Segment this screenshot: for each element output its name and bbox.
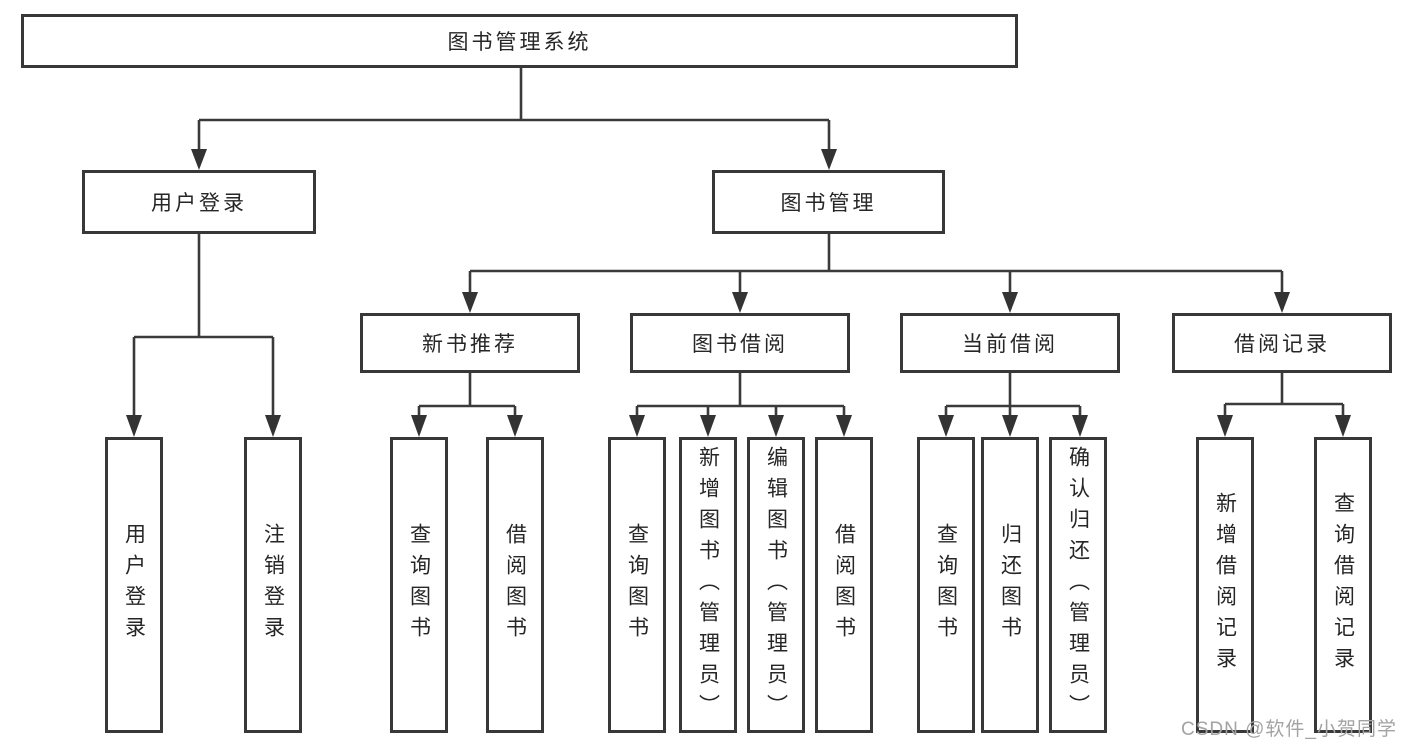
node-label: 用户登录 (122, 523, 146, 647)
node-label: 新增图书（管理员） (696, 445, 720, 725)
leaf-query-books-recommend: 查询图书 (390, 437, 448, 733)
node-book-borrowing: 图书借阅 (630, 313, 850, 373)
leaf-user-login: 用户登录 (105, 437, 163, 733)
node-label: 确认归还（管理员） (1066, 445, 1090, 725)
edge-newbooks-to-leaves (411, 373, 523, 437)
node-label: 借阅图书 (832, 523, 856, 647)
leaf-borrow-books-recommend: 借阅图书 (486, 437, 544, 733)
node-label: 新增借阅记录 (1213, 492, 1237, 678)
node-label: 图书管理 (780, 192, 877, 215)
leaf-add-borrow-record: 新增借阅记录 (1196, 437, 1254, 733)
leaf-borrow-books: 借阅图书 (815, 437, 873, 733)
node-label: 图书借阅 (692, 333, 788, 356)
node-label: 查询图书 (934, 523, 958, 647)
edge-userlogin-to-leaves (126, 234, 281, 437)
node-user-login-group: 用户登录 (82, 170, 316, 234)
node-label: 用户登录 (151, 192, 247, 215)
node-label: 编辑图书（管理员） (764, 445, 788, 725)
leaf-query-books-borrowing: 查询图书 (608, 437, 666, 733)
csdn-watermark: CSDN @软件_小贺同学 (1181, 719, 1397, 740)
leaf-return-books: 归还图书 (981, 437, 1039, 733)
node-label: 借阅记录 (1234, 333, 1330, 356)
node-book-management: 图书管理 (712, 170, 945, 234)
edge-root-to-level2 (191, 68, 837, 170)
node-system-root: 图书管理系统 (21, 14, 1018, 68)
leaf-logout: 注销登录 (244, 437, 302, 733)
node-label: 归还图书 (998, 523, 1022, 647)
leaf-query-borrow-record: 查询借阅记录 (1314, 437, 1372, 733)
node-new-book-recommend: 新书推荐 (360, 313, 580, 373)
node-label: 借阅图书 (503, 523, 527, 647)
edge-borrowing-to-leaves (629, 373, 852, 437)
node-borrowing-records: 借阅记录 (1172, 313, 1392, 373)
leaf-edit-books-admin: 编辑图书（管理员） (747, 437, 805, 733)
node-label: 查询借阅记录 (1331, 492, 1355, 678)
node-current-borrowing: 当前借阅 (900, 313, 1120, 373)
leaf-confirm-return-admin: 确认归还（管理员） (1049, 437, 1107, 733)
edge-current-to-leaves (938, 373, 1088, 437)
node-label: 查询图书 (407, 523, 431, 647)
edge-records-to-leaves (1217, 373, 1351, 437)
node-label: 查询图书 (625, 523, 649, 647)
edge-bookmgmt-to-level3 (462, 234, 1290, 313)
node-label: 当前借阅 (962, 333, 1058, 356)
node-label: 新书推荐 (422, 333, 518, 356)
leaf-add-books-admin: 新增图书（管理员） (679, 437, 737, 733)
node-label: 图书管理系统 (447, 31, 592, 54)
node-label: 注销登录 (261, 523, 285, 647)
leaf-query-books-current: 查询图书 (917, 437, 975, 733)
